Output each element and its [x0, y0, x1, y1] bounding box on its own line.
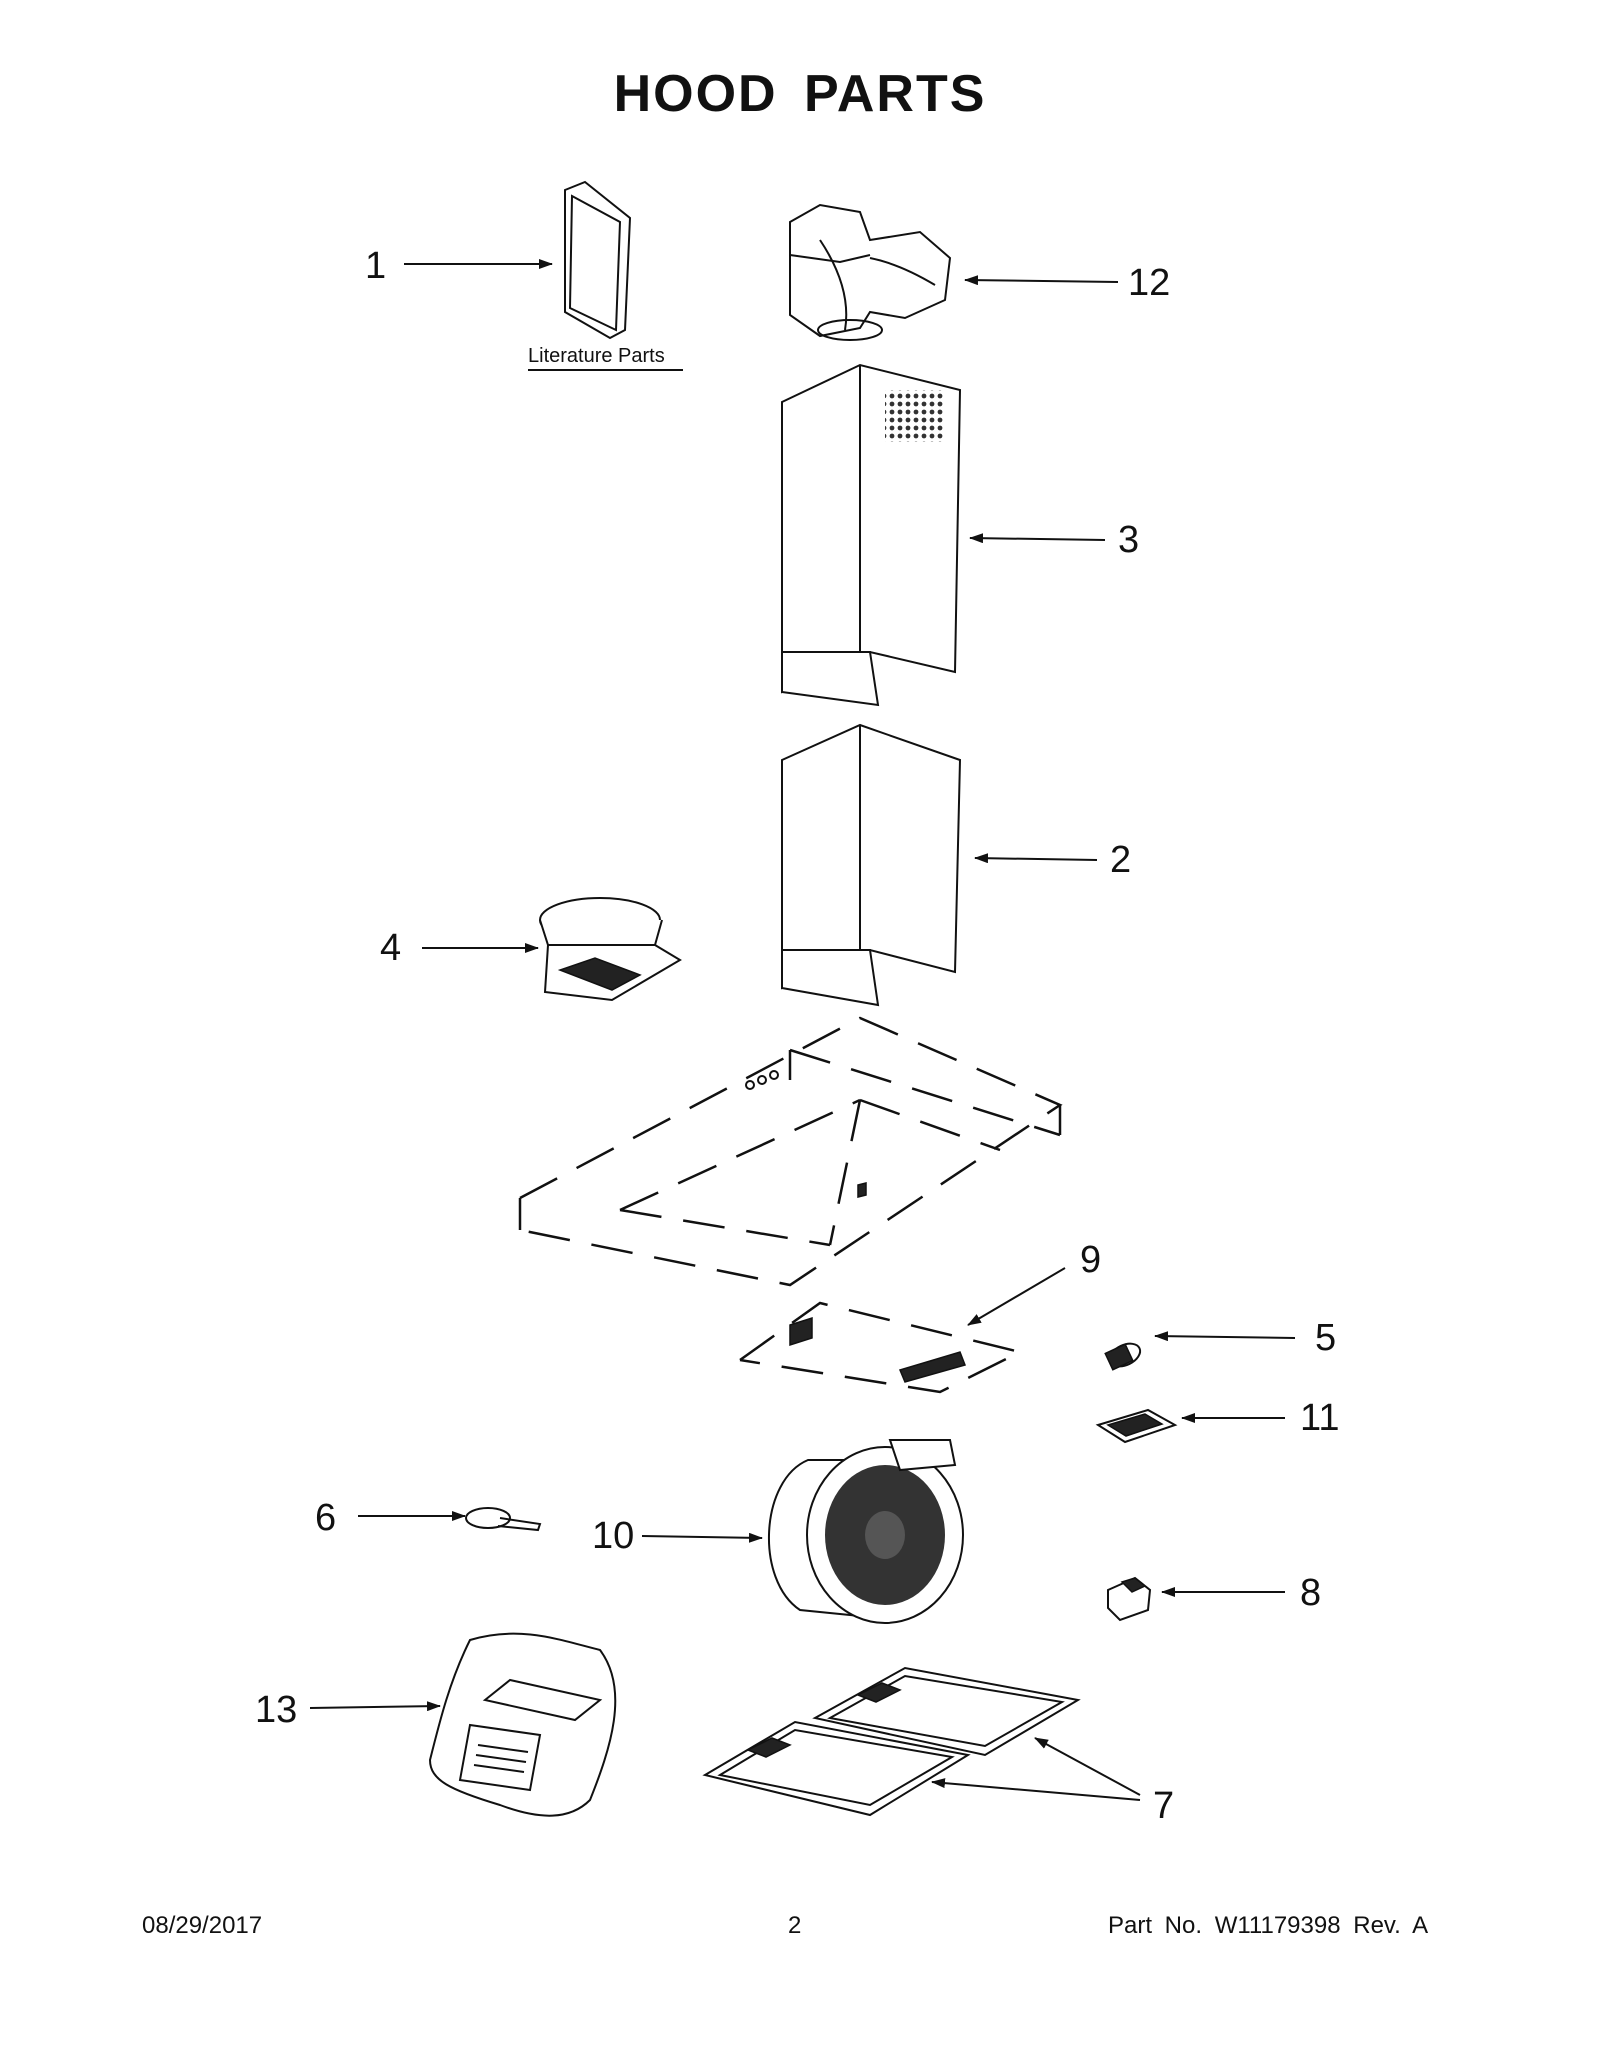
page-title: HOOD PARTS — [613, 65, 987, 123]
part-4-blower-adapter[interactable] — [539, 897, 682, 1002]
literature-parts-label: Literature Parts — [528, 345, 665, 367]
part-12-duct-transition[interactable] — [789, 203, 952, 341]
part-1-literature[interactable] — [528, 180, 683, 371]
callout-10: 10 — [592, 1515, 634, 1557]
leader-12 — [964, 275, 1119, 286]
leader-3 — [969, 533, 1106, 544]
part-13-hardware-kit[interactable] — [428, 1632, 617, 1817]
part-11-cover-plate[interactable] — [1095, 1408, 1178, 1444]
leader-10 — [641, 1532, 763, 1543]
leader-7a — [1034, 1737, 1141, 1796]
callout-3: 3 — [1118, 519, 1139, 561]
part-5-lamp[interactable] — [1104, 1339, 1144, 1371]
part-7-grease-filters[interactable] — [702, 1666, 1081, 1817]
leader-9 — [967, 1267, 1066, 1326]
leader-2 — [974, 853, 1098, 864]
part-3-upper-chimney[interactable] — [781, 363, 962, 707]
callout-11: 11 — [1300, 1397, 1339, 1439]
leader-13 — [309, 1701, 441, 1712]
callout-12: 12 — [1128, 262, 1170, 304]
footer-part-number: Part No. W11179398 Rev. A — [1108, 1912, 1429, 1939]
leader-7b — [931, 1778, 1141, 1801]
callout-1: 1 — [365, 245, 386, 287]
part-10-blower-motor[interactable] — [767, 1439, 964, 1624]
part-2-lower-chimney[interactable] — [781, 723, 962, 1007]
callout-8: 8 — [1300, 1572, 1321, 1614]
hood-canopy — [518, 1016, 1063, 1287]
footer-page-number: 2 — [788, 1912, 802, 1939]
callout-13: 13 — [255, 1689, 297, 1731]
leader-5 — [1154, 1331, 1296, 1342]
callout-4: 4 — [380, 927, 401, 969]
callout-7: 7 — [1153, 1785, 1174, 1827]
part-8-terminal-block[interactable] — [1107, 1576, 1152, 1622]
part-9-control-board[interactable] — [739, 1301, 1024, 1394]
callout-5: 5 — [1315, 1317, 1336, 1359]
footer-date: 08/29/2017 — [142, 1912, 263, 1939]
part-6-grommet[interactable] — [465, 1507, 542, 1532]
callout-9: 9 — [1080, 1239, 1101, 1281]
callout-6: 6 — [315, 1497, 336, 1539]
callout-2: 2 — [1110, 839, 1131, 881]
